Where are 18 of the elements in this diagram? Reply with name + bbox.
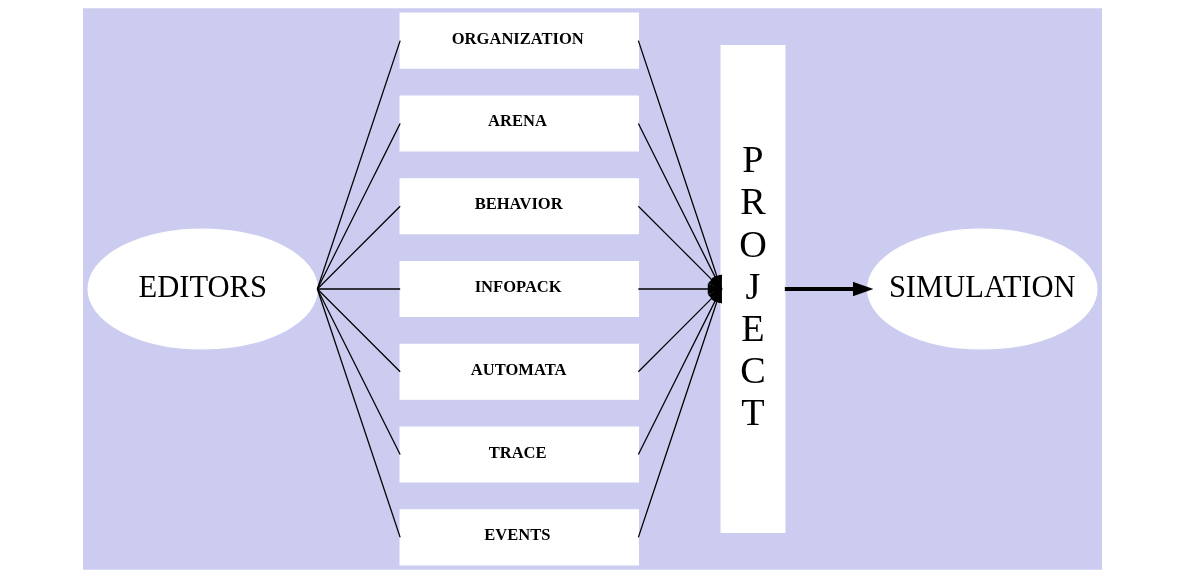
node-box: PROJECT bbox=[720, 45, 785, 533]
node-ellipse: EDITORS bbox=[86, 228, 318, 350]
node-box: TRACE bbox=[399, 426, 639, 483]
node-box: ARENA bbox=[399, 95, 639, 152]
node-ellipse: SIMULATION bbox=[866, 228, 1098, 350]
connector bbox=[316, 205, 401, 290]
connector bbox=[316, 288, 401, 456]
node-box: BEHAVIOR bbox=[399, 178, 639, 235]
node-box: INFOPACK bbox=[399, 260, 639, 318]
arrow bbox=[784, 281, 873, 297]
connector bbox=[316, 40, 401, 290]
node-box: EVENTS bbox=[399, 509, 639, 566]
connector bbox=[316, 288, 401, 290]
connector bbox=[316, 288, 401, 538]
node-box: AUTOMATA bbox=[399, 343, 639, 400]
connector bbox=[316, 288, 401, 373]
node-box: ORGANIZATION bbox=[399, 12, 639, 69]
connector bbox=[316, 122, 401, 290]
